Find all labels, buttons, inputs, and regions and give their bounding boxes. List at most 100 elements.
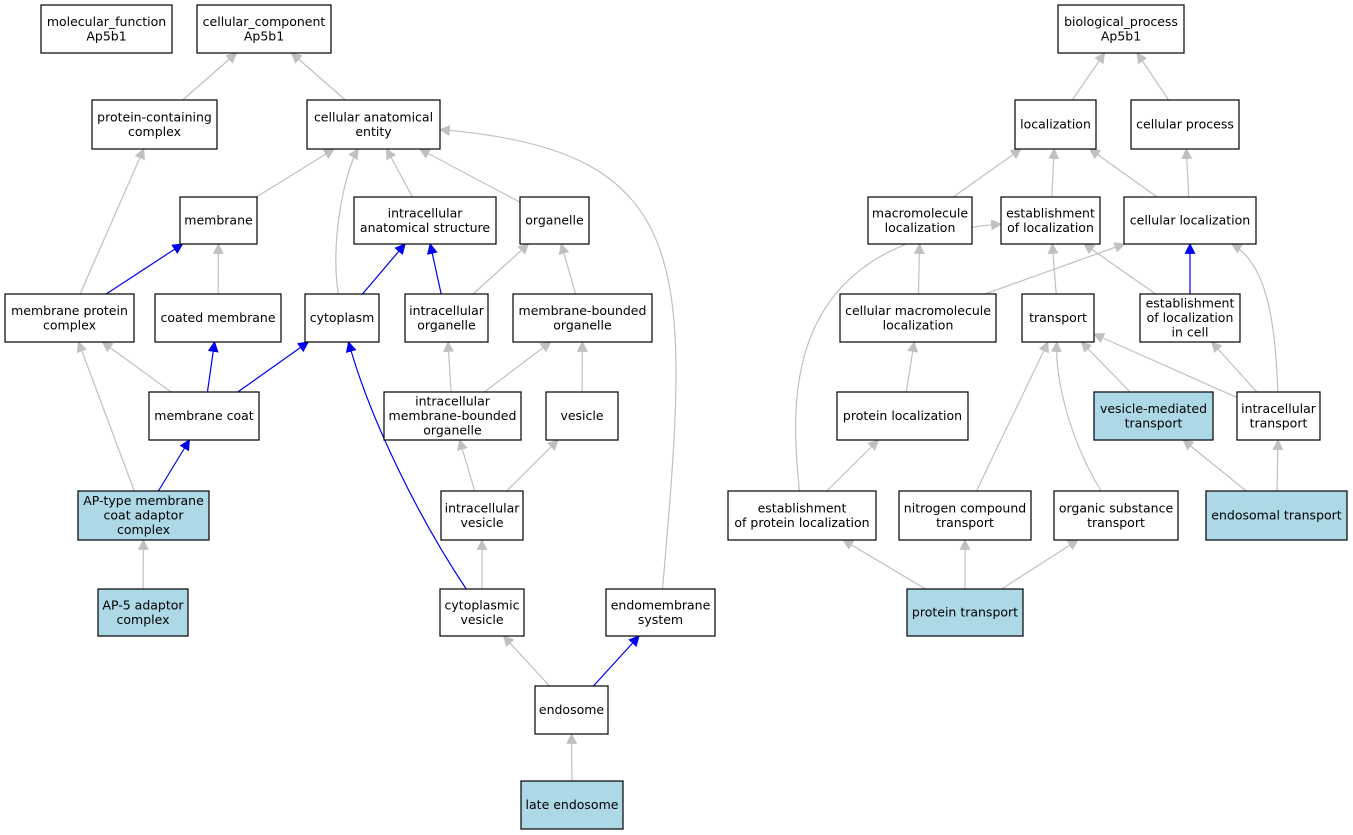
node-label: coat adaptor [104, 508, 185, 523]
node-box [4, 293, 135, 343]
node-box [605, 588, 716, 637]
edge-mml-to-loc [952, 148, 1022, 198]
edge-eolc-to-eol [1083, 243, 1157, 295]
node-label: macromolecule [872, 205, 968, 220]
node-box [836, 391, 969, 441]
node-box [1053, 490, 1179, 541]
node-label: complex [128, 124, 181, 139]
node-vesicle: vesicle [545, 391, 619, 441]
node-label: membrane-bounded [389, 408, 517, 423]
node-label: endosomal transport [1211, 508, 1341, 523]
node-label: membrane protein [11, 303, 128, 318]
node-box [179, 196, 258, 245]
edge-imbo-to-mbo [483, 341, 552, 393]
node-label: molecular_function [47, 14, 166, 29]
node-label: complex [117, 612, 170, 627]
node-label: protein localization [843, 408, 962, 423]
node-label: intracellular [415, 394, 491, 409]
node-label: of localization [1007, 220, 1094, 235]
node-box [1021, 293, 1095, 343]
node-label: of protein localization [734, 515, 869, 530]
node-box [906, 588, 1024, 637]
edge-iv-to-vesicle [506, 439, 559, 492]
node-cytoplasm: cytoplasm [304, 293, 380, 343]
edge-transport-to-eol [1047, 242, 1059, 295]
edge-eol-to-loc [1048, 147, 1060, 198]
node-box [1057, 4, 1185, 54]
node-box [727, 490, 877, 541]
node-box [1139, 293, 1241, 343]
node-box [1000, 196, 1101, 245]
edge-pcc-to-cc [182, 52, 238, 101]
edge-cae-to-cc [290, 52, 346, 101]
node-box [306, 99, 441, 150]
node-box [440, 490, 524, 541]
node-label: cellular_component [203, 14, 326, 29]
edge-mcoat-to-coated [206, 340, 219, 393]
edge-mcoat-to-mpc [101, 341, 172, 393]
node-label: establishment [758, 500, 847, 515]
node-late: late endosome [520, 780, 624, 830]
node-box [404, 293, 489, 343]
edge-aptype-to-mcoat [157, 439, 190, 492]
node-box [534, 685, 609, 735]
node-box [77, 490, 210, 541]
node-label: localization [883, 317, 954, 332]
node-label: establishment [1006, 205, 1095, 220]
node-label: protein-containing [97, 109, 212, 124]
edge-nct-to-transport [976, 340, 1049, 492]
edge-mpc-to-membrane [105, 243, 184, 295]
edge-ems-to-cae [438, 124, 677, 590]
edge-mpc-to-pcc [79, 147, 145, 295]
node-box [839, 293, 997, 343]
node-box [867, 196, 973, 245]
node-label: AP-type membrane [83, 493, 204, 508]
node-label: late endosome [526, 797, 619, 812]
node-box [519, 196, 590, 245]
node-label: transport [936, 515, 994, 530]
edge-mcoat-to-cytoplasm [237, 341, 310, 393]
node-label: membrane coat [154, 408, 254, 423]
node-box [97, 588, 189, 637]
node-label: organelle [417, 317, 476, 332]
node-box [196, 4, 332, 54]
node-label: membrane-bounded [519, 303, 647, 318]
node-coated: coated membrane [154, 293, 282, 343]
node-box [91, 99, 218, 150]
edge-et-to-it [1272, 438, 1284, 492]
node-label: complex [117, 522, 170, 537]
edge-io-to-organelle [472, 243, 530, 295]
node-box [1205, 490, 1348, 541]
node-label: establishment [1146, 296, 1235, 311]
node-label: cellular localization [1130, 213, 1250, 228]
node-label: endomembrane [611, 597, 711, 612]
edge-ias-to-cae [386, 148, 413, 198]
node-label: localization [885, 220, 956, 235]
node-box [439, 588, 525, 637]
edge-epl-to-pl [826, 439, 880, 492]
edge-cl-to-cp [1181, 147, 1193, 198]
node-box [154, 293, 282, 343]
node-pl: protein localization [836, 391, 969, 441]
node-label: entity [355, 124, 392, 139]
node-label: intracellular [445, 500, 521, 515]
edge-mbo-to-organelle [558, 242, 577, 295]
node-label: vesicle [460, 612, 503, 627]
node-box [520, 780, 624, 830]
edge-organelle-to-cae [418, 148, 521, 203]
node-box [304, 293, 380, 343]
node-label: organelle [553, 317, 612, 332]
node-membrane: membrane [179, 196, 258, 245]
